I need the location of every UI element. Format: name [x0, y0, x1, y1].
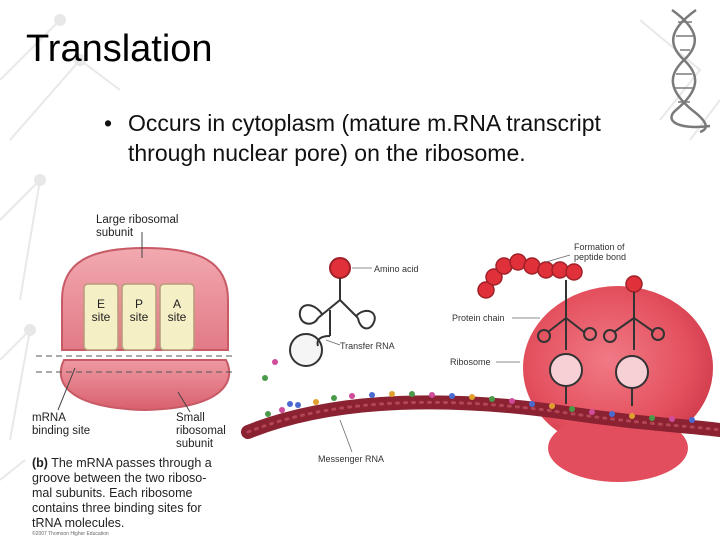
peptide-bond-label-line2: peptide bond	[574, 252, 627, 262]
floating-amino-acids	[262, 359, 293, 407]
small-subunit-label: Small ribosomal subunit	[176, 412, 226, 451]
caption-line-2: groove between the two riboso-	[32, 471, 207, 485]
e-site-label: E site	[88, 298, 114, 324]
p-site-letter: P	[134, 297, 143, 311]
peptide-bond-label-line1: Formation of	[574, 242, 625, 252]
caption-line-1: The mRNA passes through a	[51, 456, 212, 470]
bound-trna-p	[537, 280, 597, 404]
caption-line-5: tRNA molecules.	[32, 516, 125, 530]
a-site-letter: A	[172, 297, 181, 311]
bound-trna-a	[603, 292, 665, 406]
mrna-site-label-line1: mRNA	[32, 412, 66, 424]
caption-line-3: mal subunits. Each ribosome	[32, 486, 193, 500]
bullet-symbol: •	[104, 110, 113, 136]
protein-chain	[477, 253, 643, 299]
slide-title: Translation	[26, 28, 213, 70]
amino-acid-label: Amino acid	[374, 264, 419, 274]
bullet-point: • Occurs in cytoplasm (mature m.RNA tran…	[104, 108, 624, 168]
bullet-text: Occurs in cytoplasm (mature m.RNA transc…	[128, 110, 601, 166]
small-subunit-label-line1: Small	[176, 412, 205, 424]
p-site-label: P site	[126, 298, 152, 324]
a-site-label: A site	[164, 298, 190, 324]
p-site-box	[121, 283, 157, 351]
mrna-binding-site-label: mRNA binding site	[32, 412, 90, 438]
large-subunit-label-line1: Large ribosomal	[96, 214, 179, 226]
protein-chain-label: Protein chain	[452, 313, 505, 323]
large-subunit-label: Large ribosomal subunit	[96, 214, 178, 240]
free-trna	[289, 257, 376, 367]
e-site-box	[83, 283, 119, 351]
e-site-letter: E	[96, 297, 105, 311]
a-site-box	[159, 283, 195, 351]
small-subunit-label-line2: ribosomal	[176, 425, 226, 437]
dna-helix-icon	[670, 8, 711, 134]
e-site-word: site	[91, 310, 111, 324]
caption-tag: (b)	[32, 456, 48, 470]
a-site-word: site	[167, 310, 187, 324]
ribosome-label: Ribosome	[450, 357, 491, 367]
ribosome-small-subunit	[548, 414, 688, 482]
copyright-text: ©2007 Thomson Higher Education	[32, 531, 109, 537]
diagram-caption: (b) The mRNA passes through a groove bet…	[32, 456, 232, 531]
transfer-rna-label: Transfer RNA	[340, 341, 395, 351]
caption-line-4: contains three binding sites for	[32, 501, 202, 515]
peptide-bond-label: Formation of peptide bond	[574, 242, 626, 262]
small-subunit-shape	[59, 359, 231, 412]
small-subunit-label-line3: subunit	[176, 438, 214, 450]
messenger-rna-label: Messenger RNA	[318, 454, 385, 464]
mrna-bases	[265, 391, 695, 423]
mrna-site-label-line2: binding site	[32, 425, 91, 437]
p-site-word: site	[129, 310, 149, 324]
large-subunit-label-line2: subunit	[96, 227, 134, 239]
